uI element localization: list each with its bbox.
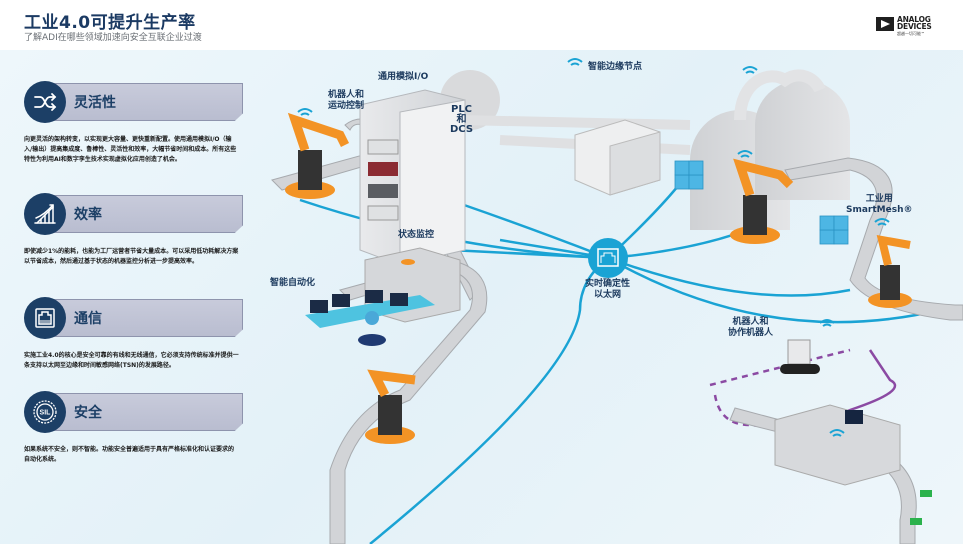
sil-safety-icon: SIL	[24, 391, 66, 433]
label-industrial-smartmesh: 工业用 SmartMesh®	[846, 194, 913, 216]
wifi-icons	[297, 58, 890, 437]
label-robot-motion-control: 机器人和 运动控制	[328, 90, 364, 112]
feature-description: 即使减少1%的能耗，也能为工厂运营者节省大量成本。可以采用低功耗解决方案以节省成…	[24, 248, 239, 265]
automation-workstation	[305, 290, 435, 346]
logo-line2: DEVICES	[897, 22, 932, 31]
label-smart-edge-node: 智能边缘节点	[588, 62, 643, 72]
label-line: 和	[456, 114, 467, 125]
label-line: DCS	[450, 124, 474, 135]
shuffle-arrows-icon	[24, 81, 66, 123]
label-line: 机器人和	[732, 317, 769, 327]
page-title: 工业4.0可提升生产率	[24, 13, 196, 33]
feature-banner	[38, 393, 243, 431]
feature-banner	[38, 83, 243, 121]
label-line: 运动控制	[328, 101, 365, 111]
label-line: SmartMesh®	[846, 205, 913, 215]
cobot-robot	[780, 339, 820, 374]
ethernet-port-icon	[24, 297, 66, 339]
storage-tanks	[440, 69, 850, 230]
adi-triangle-logo-icon	[876, 17, 894, 31]
label-line: PLC	[450, 104, 473, 115]
feature-title: 安全	[74, 405, 102, 421]
label-smart-automation: 智能自动化	[270, 278, 316, 288]
label-line: 工业用	[865, 194, 893, 204]
feature-title: 通信	[74, 311, 102, 327]
label-line: 协作机器人	[728, 328, 774, 338]
feature-banner	[38, 195, 243, 233]
feature-banner	[38, 299, 243, 337]
feature-description: 向更灵活的架构转变，以实现更大容量、更快重新配置。使用通用模拟I/O（输入/输出…	[24, 136, 237, 163]
label-realtime-ethernet: 实时确定性 以太网	[585, 279, 630, 301]
label-line: 实时确定性	[585, 279, 631, 289]
box-carts	[674, 160, 849, 245]
feature-title: 效率	[74, 207, 102, 223]
feature-title: 灵活性	[74, 95, 116, 111]
ethernet-hub-icon	[588, 238, 628, 278]
logo-tagline: 超越一切可能™	[897, 31, 925, 36]
feature-description: 实施工业4.0的核心是安全可靠的有线和无线通信，它必须支持传统标准并提供一条支持…	[24, 352, 239, 369]
label-line: 机器人和	[328, 90, 365, 100]
logo-line1: ANALOG	[897, 15, 931, 24]
adi-logo: ANALOG DEVICES 超越一切可能™	[876, 16, 946, 40]
feature-description: 如果系统不安全，则不智能。功能安全普遍适用于具有严格标准化和认证要求的自动化系统…	[24, 446, 235, 463]
page-subtitle: 了解ADI在哪些领域加速向安全互联企业过渡	[24, 33, 202, 43]
header: 工业4.0可提升生产率 了解ADI在哪些领域加速向安全互联企业过渡 ANALOG…	[0, 0, 963, 50]
pcb-assembly-machine	[774, 404, 932, 525]
edge-compute-box	[574, 119, 661, 196]
growth-chart-icon	[24, 193, 66, 235]
plc-cabinet	[359, 89, 466, 266]
factory-illustration: 机器人和 运动控制 通用模拟I/O PLC 和 DCS 智能边缘节点 工业用 S…	[250, 50, 963, 544]
cobot-paths	[709, 348, 897, 432]
label-plc-dcs: PLC 和 DCS	[450, 105, 473, 135]
svg-text:SIL: SIL	[40, 410, 52, 417]
robot-arms	[285, 112, 912, 444]
label-robots-cobots: 机器人和 协作机器人	[728, 317, 773, 339]
label-universal-io: 通用模拟I/O	[378, 72, 429, 82]
label-condition-monitoring: 状态监控	[398, 230, 435, 240]
label-line: 以太网	[594, 290, 622, 300]
